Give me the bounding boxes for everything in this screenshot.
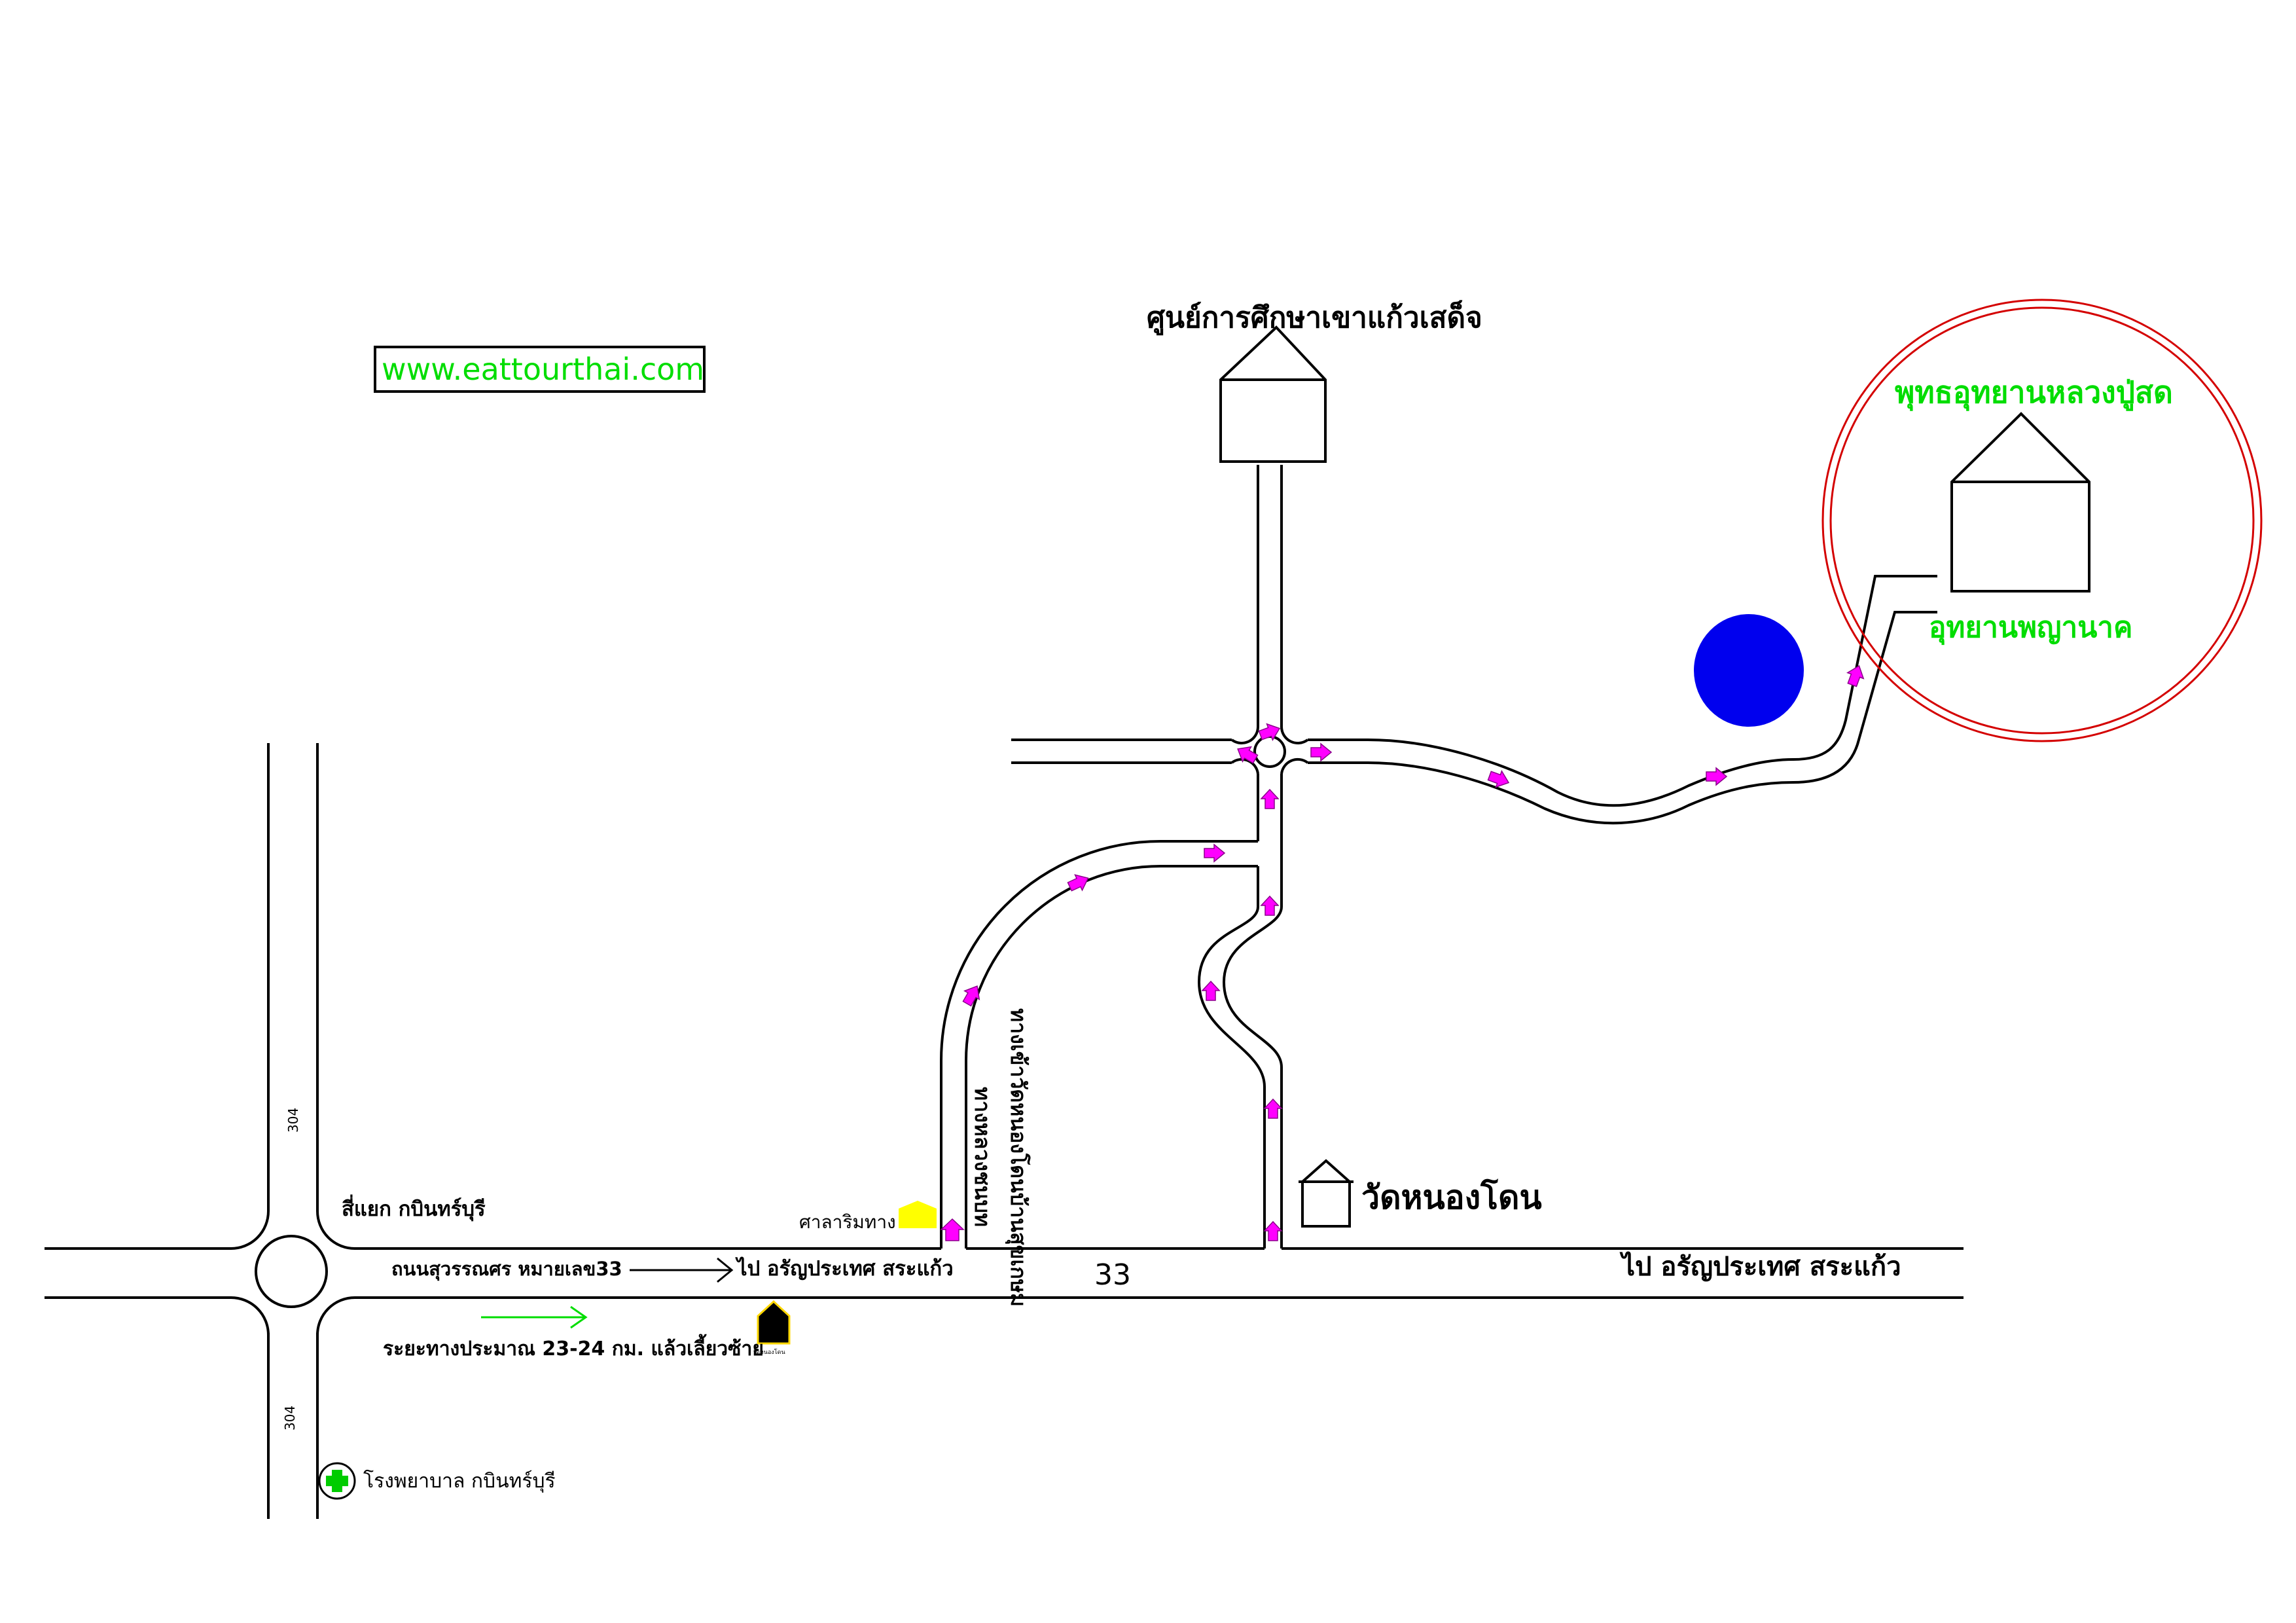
arrow-right-icon: [1204, 843, 1226, 863]
north-road: [1257, 465, 1283, 727]
black-house-icon: วัดหนองโดน: [753, 1300, 791, 1356]
arrow-diagonal-icon: [962, 985, 980, 1007]
buddha-park-circle: [1821, 299, 2263, 742]
north-roundabout-island: [1253, 735, 1286, 768]
buddha-park-label: พุทธอุทยานหลวงปู่สด: [1895, 374, 2173, 411]
wat-nong-don-road: [1197, 774, 1283, 1249]
arrow-diagonal-icon: [1067, 874, 1089, 892]
roundabout-island: [255, 1235, 328, 1308]
learning-center-label: ศูนย์การศึกษาเขาแก้วเสด็จ: [1147, 300, 1482, 335]
vertical-road-label-1: ทางหลวงชนบท: [970, 1087, 995, 1227]
distance-note: ระยะทางประมาณ 23-24 กม. แล้วเลี้ยวซ้าย: [383, 1334, 764, 1360]
highway-304: [267, 743, 319, 1519]
buddha-park-building: [1950, 412, 2090, 593]
landmark-small-label: วัดหนองโดน: [753, 1349, 785, 1356]
highway-33: [45, 1247, 1964, 1299]
arrow-up-icon: [1263, 1098, 1283, 1119]
sala-icon: [899, 1201, 937, 1228]
west-road: [1011, 739, 1232, 764]
east-road: [1308, 575, 1937, 825]
curved-road: [940, 840, 1258, 1249]
distance-arrow: [481, 1305, 588, 1329]
website-box: [374, 346, 706, 393]
hospital-label: โรงพยาบาล กบินทร์บุรี: [363, 1469, 556, 1493]
route-304-bottom-label: 304: [282, 1406, 298, 1431]
arrow-diagonal-icon: [1237, 746, 1259, 764]
arrow-right-icon: [1706, 767, 1728, 786]
arrow-diagonal-icon: [1258, 723, 1281, 741]
arrow-up-icon: [1201, 980, 1221, 1001]
direction-arrow-1: [630, 1257, 734, 1283]
arrow-diagonal-icon: [1487, 770, 1510, 788]
route-33-label: 33: [1094, 1258, 1131, 1292]
route-arrows: [940, 665, 1865, 1241]
wat-nong-don-building: [1299, 1159, 1354, 1228]
to-aranyaprathet-label-2: ไป อรัญประเทศ สระแก้ว: [1619, 1251, 1901, 1282]
wat-nong-don-label: วัดหนองโดน: [1361, 1178, 1542, 1216]
arrow-up-icon: [1260, 895, 1280, 916]
arrow-right-icon: [1310, 742, 1333, 762]
naga-park-label: อุทยานพญานาค: [1929, 611, 2132, 646]
arrow-diagonal-icon: [1846, 665, 1865, 687]
learning-center-building: [1219, 325, 1327, 463]
route-304-top-label: 304: [285, 1108, 301, 1133]
road-name-label: ถนนสุวรรณศร หมายเลข33: [391, 1258, 622, 1281]
kabinburi-roundabout: [230, 1211, 355, 1336]
website-url[interactable]: www.eattourthai.com: [382, 352, 704, 387]
arrow-up-icon: [1260, 788, 1280, 809]
arrow-up-icon: [940, 1218, 965, 1241]
green-cross-icon: [318, 1462, 356, 1500]
sala-label: ศาลาริมทาง: [799, 1211, 896, 1233]
arrow-up-icon: [1263, 1220, 1283, 1241]
pond-icon: [1694, 614, 1804, 727]
to-aranyaprathet-label-1: ไป อรัญประเทศ สระแก้ว: [735, 1256, 954, 1281]
intersection-label: สี่แยก กบินทร์บุรี: [342, 1194, 486, 1222]
vertical-road-label-2: ทางเข้าวัดหนองโดนบ้านสุขเกษม: [1005, 1008, 1031, 1307]
